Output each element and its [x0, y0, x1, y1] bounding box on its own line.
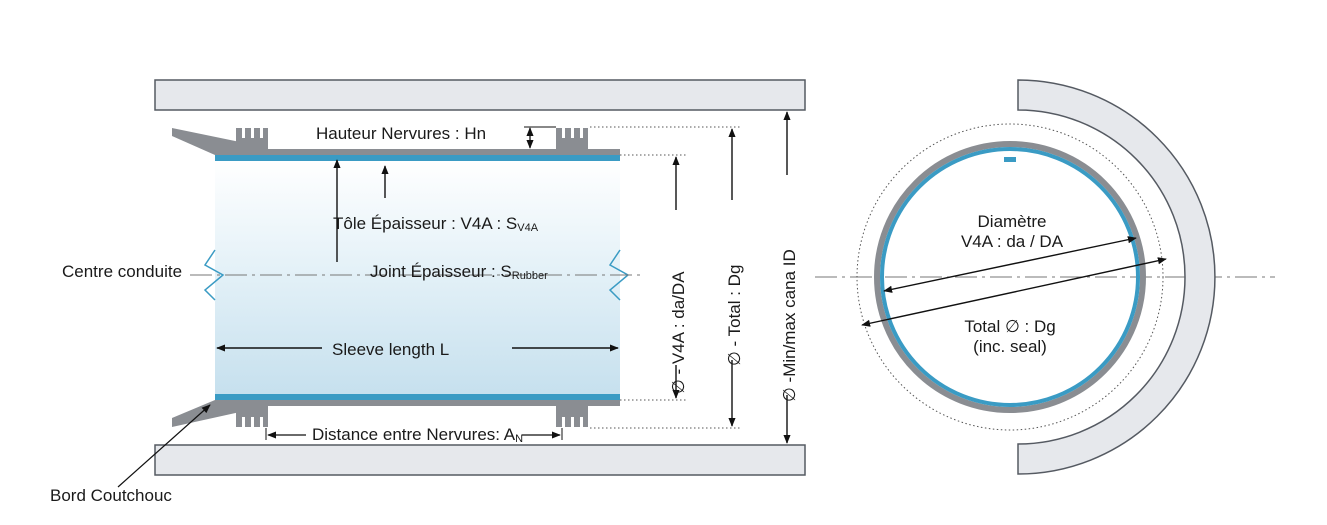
ribs-top-right [556, 128, 588, 149]
total-line1: Total ∅ : Dg [964, 317, 1055, 336]
distance-label: Distance entre Nervures: AN [312, 425, 523, 445]
tole-label: Tôle Épaisseur : V4A : SV4A [333, 214, 539, 234]
bord-leader [117, 404, 211, 488]
pipe-wall-top [154, 79, 806, 111]
ribs-bottom-right [556, 406, 588, 427]
steel-layer-bottom [215, 394, 620, 400]
distance-label-main: Distance entre Nervures: A [312, 425, 516, 444]
rubber-lip-bottom [172, 400, 240, 427]
bord-label: Bord Coutchouc [50, 486, 172, 505]
distance-label-sub: N [515, 433, 523, 445]
diametre-line1: Diamètre [978, 212, 1047, 231]
diameter-total-arrow [861, 257, 1167, 327]
centre-label: Centre conduite [62, 262, 182, 281]
joint-label: Joint Épaisseur : SRubber [370, 262, 548, 282]
rubber-layer-top [215, 149, 620, 155]
ribs-bottom-left [236, 406, 268, 427]
pipe-wall-bottom [154, 444, 806, 476]
tole-label-sub: V4A [517, 222, 538, 234]
joint-label-main: Joint Épaisseur : S [370, 262, 512, 281]
ribs-top-left [236, 128, 268, 149]
reference-lines [590, 126, 742, 429]
hauteur-label: Hauteur Nervures : Hn [316, 124, 486, 143]
break-mark-left [203, 249, 225, 301]
rubber-lip-top [172, 128, 240, 155]
ring-seam [1004, 157, 1016, 162]
total-line2: (inc. seal) [973, 337, 1047, 356]
diametre-line2: V4A : da / DA [961, 232, 1064, 251]
v4a-vertical-label: ∅ - V4A : da/DA [669, 271, 688, 394]
sleeve-length-label: Sleeve length L [332, 340, 449, 359]
sleeve-body [215, 160, 620, 395]
rubber-layer-bottom [215, 400, 620, 406]
minmax-vertical-label: ∅ -Min/max cana ID [780, 249, 799, 402]
tole-label-main: Tôle Épaisseur : V4A : S [333, 214, 517, 233]
joint-label-sub: Rubber [512, 270, 548, 282]
steel-layer-top [215, 155, 620, 161]
total-vertical-label: ∅ - Total : Dg [725, 265, 744, 366]
pipe-section-arc [1017, 79, 1216, 475]
